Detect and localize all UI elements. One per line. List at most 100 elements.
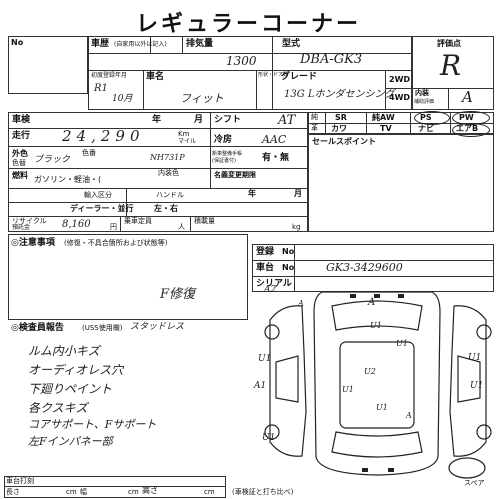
title-change-year: 年	[248, 189, 256, 198]
mileage-value: 24,290	[62, 127, 145, 145]
sales-point-label: セールスポイント	[312, 137, 376, 146]
fuel-options: ガソリン・軽油・(	[34, 175, 102, 184]
mark-u1-g: U1	[342, 385, 354, 394]
ac-value: AAC	[262, 133, 287, 146]
lot-no-label: No	[11, 38, 24, 47]
import-label: 輸入区分	[84, 191, 112, 199]
chassis-value: GK3-3429600	[326, 261, 403, 274]
history-note: (自家用以外は記入)	[114, 41, 167, 48]
notes-box	[8, 234, 248, 320]
grade-label: グレード	[281, 72, 318, 82]
model-type-value: DBA-GK3	[300, 52, 363, 67]
load-label: 積載量	[194, 217, 215, 225]
interior-label: 内装	[415, 89, 429, 97]
mark-a1: A1	[254, 381, 267, 391]
shift-label: シフト	[214, 115, 242, 125]
interior-note: 補助評価	[414, 99, 435, 105]
displacement-label: 排気量	[186, 39, 214, 49]
fuel-label: 燃料	[12, 171, 28, 180]
bottom-length: 長さ	[6, 488, 20, 496]
header-grid	[88, 36, 412, 110]
grade-box-label: 評価点	[437, 39, 461, 48]
mileage-label: 走行	[12, 131, 31, 141]
first-reg-label: 初度登録年月	[91, 72, 128, 79]
lot-number-box	[8, 36, 88, 94]
mark-u1-h: U1	[376, 403, 388, 412]
deposit-label: 預託金	[12, 224, 31, 231]
inspection-month: 月	[194, 115, 204, 125]
capacity-unit: 人	[178, 223, 185, 231]
notes-label: ◎注意事項	[11, 238, 55, 248]
inspector-note-2: オーディオレス穴	[28, 363, 124, 377]
car-name-label: 車名	[146, 72, 165, 82]
load-unit: kg	[292, 223, 301, 231]
studless-note: スタッドレス	[130, 322, 185, 332]
bottom-cm-1: cm	[66, 488, 77, 496]
color-value: ブラック	[34, 155, 71, 165]
mark-u1-a: U1	[258, 354, 272, 364]
inspector-note-5: コアサポート、Fサポート	[28, 418, 157, 431]
bottom-note: (車検証と打ち比べ)	[232, 488, 294, 496]
bottom-left-label: 車台打刻	[6, 477, 34, 485]
score-value: R	[440, 49, 462, 82]
sales-point-box	[308, 134, 494, 232]
recycle-label: リサイクル	[12, 217, 47, 225]
score-box	[412, 36, 494, 110]
mark-a-left: A	[298, 299, 304, 308]
equip-aw: 純AW	[372, 113, 395, 122]
mark-u1-f: U1	[396, 339, 408, 348]
inspector-note-4: 各クスキズ	[28, 401, 88, 415]
inspector-note-3: 下廻りペイント	[28, 382, 113, 396]
dealer-parallel: ディーラー・並行	[70, 204, 134, 213]
recycle-value: 8,160	[62, 219, 91, 230]
warranty-label: 新車整備手帳	[212, 151, 243, 157]
inspector-sub: (USS使用欄)	[82, 324, 123, 332]
bottom-cm-3: cm	[204, 488, 215, 496]
equip-leather: 革	[311, 124, 318, 132]
bottom-height: 高さ	[142, 486, 158, 495]
serial-label: シリアル	[256, 279, 292, 289]
drive-2wd: 2WD	[389, 75, 411, 84]
equip-sr: SR	[335, 113, 347, 122]
equip-tv: TV	[380, 124, 392, 133]
history-label: 車歴	[91, 39, 110, 49]
note-repair: F修復	[160, 287, 196, 302]
model-type-label: 型式	[282, 39, 301, 49]
mileage-mile: マイル	[178, 138, 197, 145]
inspector-note-6: 左Fインパネー部	[28, 435, 113, 448]
grade-value: 13G Lホンダセンシング	[284, 89, 395, 100]
bottom-cm-2: cm	[128, 488, 139, 496]
mark-a2: A2	[264, 285, 277, 295]
warranty-yes-no: 有・無	[262, 153, 290, 163]
int-color-label: 内装色	[158, 169, 179, 177]
color-change-label: 色替	[12, 159, 26, 167]
notes-sub: (修復・不具合箇所および状態等)	[64, 239, 168, 247]
warranty-note: (保証書付)	[212, 158, 236, 164]
equip-pure: 純	[311, 113, 318, 121]
circle-mark-ps	[414, 111, 450, 125]
circle-mark-airbag	[452, 123, 490, 137]
mark-u1-e: U1	[370, 321, 382, 330]
interior-score: A	[462, 88, 473, 106]
chassis-no-label: No	[282, 263, 295, 272]
displacement-value: 1300	[226, 54, 257, 68]
ac-label: 冷房	[214, 135, 233, 145]
shape-doors-label: 形状・ドア数	[258, 72, 289, 78]
car-diagram	[264, 291, 492, 479]
color-no-label: 色番	[82, 149, 96, 157]
chassis-label: 車台	[256, 263, 275, 273]
first-reg-year: R1	[94, 83, 108, 94]
shift-value: AT	[278, 113, 296, 128]
drive-4wd: 4WD	[389, 93, 411, 102]
mark-u2: U2	[364, 367, 376, 376]
equip-navi: ナビ	[418, 124, 434, 133]
bottom-width: 幅	[80, 488, 87, 496]
reg-label: 登録	[256, 247, 275, 257]
mark-a-hood: A	[368, 297, 376, 308]
recycle-yen: 円	[110, 223, 117, 231]
title-change-label: 名義変更期限	[214, 171, 256, 179]
sheet-title: レギュラーコーナー	[135, 12, 361, 37]
capacity-label: 乗車定員	[124, 217, 152, 225]
mark-u1-b: U1	[262, 433, 276, 443]
mark-u1-c: U1	[468, 353, 482, 363]
